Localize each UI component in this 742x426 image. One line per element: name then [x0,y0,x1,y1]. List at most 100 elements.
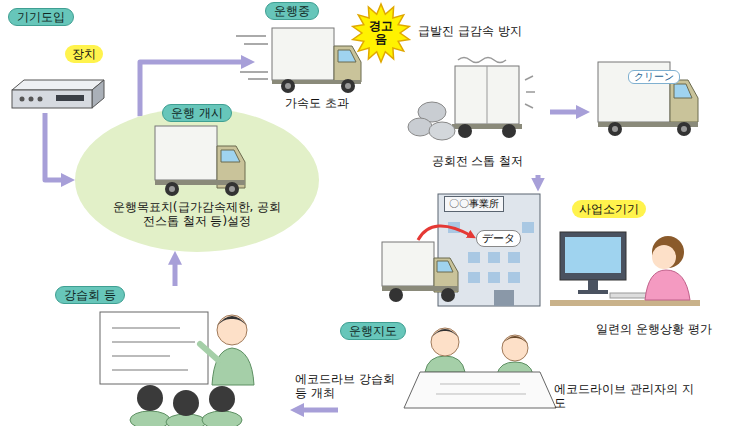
moving-truck-illustration [281,79,295,93]
guidance-meeting-illustration [404,328,556,408]
moving-truck-illustration [345,83,351,89]
guidance-meeting-illustration [436,394,526,395]
clean-truck-illustration [598,62,698,136]
clean-truck-illustration [670,80,698,122]
moving-truck-illustration [334,46,361,82]
device-illustration [56,95,84,101]
seminar-illustration [209,386,235,412]
office-terminal-illustration [578,290,608,294]
caption-text: 에코드라이브 관리자의 지도 [554,382,694,411]
office-terminal-illustration [550,232,700,306]
idling-truck-illustration [525,76,533,80]
office-building-illustration [488,272,500,283]
office-building-illustration [389,288,403,302]
warning-starburst [353,4,410,62]
seminar-illustration [173,390,199,416]
idling-truck-illustration [408,58,535,141]
device-illustration [29,97,34,102]
seminar-illustration [112,355,170,357]
stage-tag: 기기도입 [8,8,74,26]
idling-truck-illustration [502,124,516,138]
start-stage: 운행 개시운행목표치(급가감속제한, 공회전스톱 철저 등)설정 [75,108,319,252]
moving-truck-illustration [240,71,268,73]
moving-truck-illustration [236,28,361,93]
moving-truck-illustration [285,83,291,89]
seminar-illustration [112,341,195,343]
idling-truck-illustration [429,122,455,140]
guidance-meeting-illustration [502,336,528,344]
caption-text: 가속도 초과 [285,96,349,110]
idling-stage: 공회전 스톱 철저 [405,48,550,175]
caption-text: 일련의 운행상황 평가 [596,322,712,336]
seminar-illustration [137,385,163,411]
flow-arrow [550,110,581,115]
clean-truck-illustration [677,122,691,136]
idling-truck-illustration [458,58,506,63]
office-terminal-illustration [610,293,650,298]
terminal-stage: 사업소기기일련의 운행상황 평가 [546,196,738,344]
office-terminal-illustration [652,245,676,269]
device-illustration [92,80,104,108]
flow-arrow [45,113,66,180]
office-stage: 〇〇事業所データ [378,190,543,308]
seminar-illustration [100,312,254,426]
office-terminal-illustration [645,270,690,300]
seminar-illustration [217,315,247,345]
office-building-illustration [468,252,480,263]
driving-stage: 운행중가속도 초과 [255,2,355,117]
seminar-illustration [202,411,242,426]
moving-truck-illustration [338,50,356,62]
truck-illustration [225,182,239,196]
device-illustration [12,80,104,108]
building-sign: 〇〇事業所 [444,196,504,212]
idling-truck-illustration [487,66,488,124]
office-terminal-illustration [652,236,684,268]
seminar-illustration [112,369,188,371]
stage-tag: 강습회 등 [55,286,125,304]
seminar-illustration [212,348,254,385]
office-building-illustration [508,252,520,263]
seminar-stage: 강습회 등에코드라브 강습회 등 개최 [45,286,290,420]
idling-truck-illustration [525,104,533,108]
caption-text: 에코드라브 강습회 등 개최 [295,372,407,401]
device-illustration [12,80,104,90]
warning-text: 경고음 [369,20,394,46]
office-building-illustration [418,226,472,240]
moving-truck-illustration [248,78,268,80]
truck-illustration [169,186,175,192]
highlight-label: 장치 [65,45,103,63]
seminar-illustration [112,327,180,329]
truck-illustration [165,182,179,196]
stage-tag: 운행중 [265,2,319,20]
guidance-meeting-illustration [431,328,459,356]
flow-arrow [173,260,178,286]
warning-burst: 경고음 [352,4,410,62]
moving-truck-illustration [236,35,266,37]
truck-illustration [221,150,240,162]
idling-truck-illustration [455,66,519,124]
note-label: 급발진 급감속 방지 [418,24,522,38]
clean-truck-illustration [681,126,687,132]
flow-arrow [299,408,338,413]
office-building-illustration [508,272,520,283]
stage-tag: 운행 개시 [162,104,232,122]
office-terminal-illustration [565,237,621,273]
truck-lettering: クリーン [628,70,680,84]
guidance-meeting-illustration [431,329,459,338]
guidance-meeting-illustration [440,384,520,385]
idling-truck-illustration [458,124,472,138]
stage-ellipse [75,108,319,252]
office-building-illustration [522,222,534,233]
device-stage: 기기도입장치 [5,5,123,113]
caption-text: 공회전 스톱 철저 [432,154,524,168]
truck-illustration [229,186,235,192]
device-illustration [20,97,25,102]
seminar-illustration [100,312,208,384]
office-terminal-illustration [560,232,626,280]
office-building-illustration [441,288,455,302]
office-building-illustration [437,261,453,272]
moving-truck-illustration [341,79,355,93]
clean-truck-illustration [608,122,622,136]
clean-truck-illustration [674,84,692,98]
stage-ellipse [75,108,319,252]
